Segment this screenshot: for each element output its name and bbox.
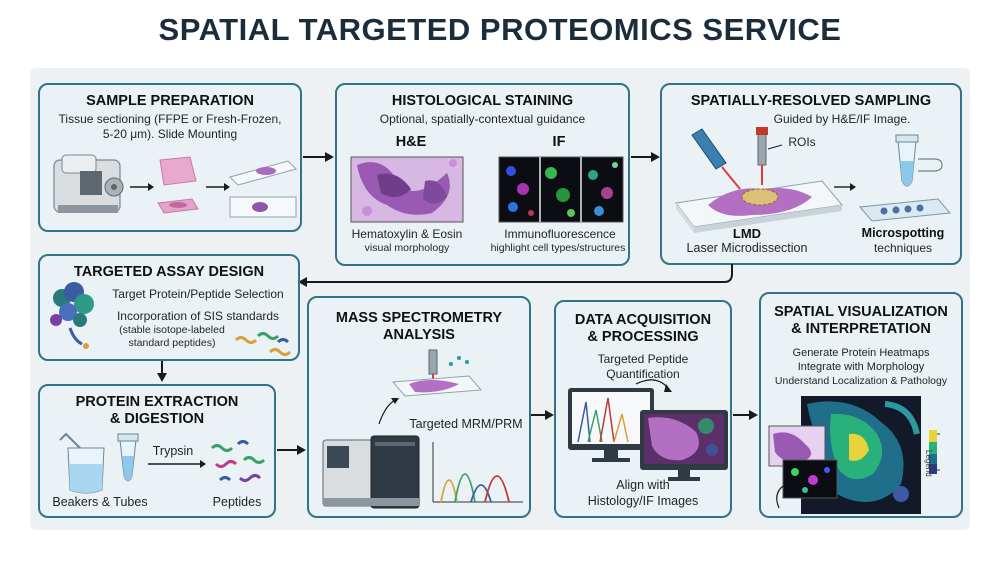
- sample-preparation-panel: SAMPLE PREPARATION Tissue sectioning (FF…: [38, 83, 302, 232]
- ms-source-icon: [391, 349, 483, 397]
- data-title-2: & PROCESSING: [587, 329, 699, 345]
- microtome-icon: [53, 154, 124, 213]
- tube-icon: [117, 433, 139, 482]
- extraction-title-1: PROTEIN EXTRACTION: [75, 394, 239, 410]
- ms-title-2: ANALYSIS: [383, 327, 455, 343]
- color-scale-bar: [929, 430, 940, 474]
- sample-preparation-desc-2: 5-20 μm). Slide Mounting: [102, 127, 238, 141]
- targeted-assay-panel: TARGETED ASSAY DESIGN Target Protein/Pep…: [38, 254, 300, 361]
- he-stain-image: [350, 156, 464, 223]
- if-label: IF: [552, 134, 566, 150]
- laser-head-icon: [691, 127, 783, 190]
- arrow-data-to-viz: [733, 410, 758, 420]
- assay-line-4: standard peptides): [128, 337, 216, 349]
- slide-icon: [229, 160, 297, 218]
- data-title-1: DATA ACQUISITION: [574, 312, 712, 328]
- protein-extraction-panel: PROTEIN EXTRACTION & DIGESTION Trypsin B…: [38, 384, 276, 518]
- beakers-tubes-label: Beakers & Tubes: [52, 495, 148, 509]
- staining-images: [350, 156, 624, 223]
- he-caption-2: visual morphology: [364, 242, 450, 254]
- sample-preparation-title: SAMPLE PREPARATION: [86, 93, 254, 109]
- arrow-sampling-to-assay: [298, 264, 733, 287]
- microtome-illustration: [53, 154, 297, 218]
- data-acquisition-panel: DATA ACQUISITION & PROCESSING Targeted P…: [554, 300, 732, 518]
- tube-icon: [895, 134, 943, 187]
- spatial-visualization-panel: SPATIAL VISUALIZATION & INTERPRETATION G…: [759, 292, 963, 518]
- peptide-fragments-icon: [210, 440, 266, 482]
- protein-structure-icon: [50, 282, 94, 349]
- arrow-assay-to-extraction: [157, 361, 167, 382]
- lmd-title: LMD: [732, 226, 762, 241]
- viz-title-1: SPATIAL VISUALIZATION: [774, 304, 948, 320]
- microspot-plate-icon: [858, 198, 952, 222]
- data-line-2: Quantification: [606, 367, 680, 381]
- extraction-title-2: & DIGESTION: [109, 411, 205, 427]
- assay-line-2: Incorporation of SIS standards: [116, 309, 280, 323]
- align-line-2: Histology/IF Images: [587, 494, 699, 508]
- data-line-1: Targeted Peptide: [597, 352, 689, 366]
- ms-method-label: Targeted MRM/PRM: [409, 417, 523, 431]
- histological-staining-panel: HISTOLOGICAL STAINING Optional, spatiall…: [335, 83, 630, 266]
- arrow-extraction-to-ms: [277, 445, 306, 455]
- monitor-icon: [568, 388, 654, 462]
- viz-line-3: Understand Localization & Pathology: [774, 375, 948, 387]
- align-line-1: Align with: [616, 478, 670, 492]
- monitors-illustration: [568, 379, 728, 481]
- if-stain-image: [498, 156, 624, 223]
- beaker-icon: [59, 432, 105, 494]
- lmd-slide: [675, 180, 843, 233]
- viz-line-2: Integrate with Morphology: [797, 361, 925, 373]
- if-caption-2: highlight cell types/structures: [490, 242, 626, 254]
- sample-preparation-desc-1: Tissue sectioning (FFPE or Fresh-Frozen,: [58, 112, 282, 126]
- arrow-prep-to-staining: [303, 152, 334, 162]
- monitor-icon: [640, 410, 728, 481]
- arrow-ms-to-data: [531, 410, 554, 420]
- he-caption-1: Hematoxylin & Eosin: [351, 227, 463, 241]
- lmd-desc: Laser Microdissection: [686, 241, 808, 255]
- microspotting-title: Microspotting: [861, 226, 945, 240]
- arrow-staining-to-sampling: [631, 152, 660, 162]
- rois-label: ROIs: [788, 135, 816, 149]
- ms-title-1: MASS SPECTROMETRY: [335, 310, 503, 326]
- mass-spec-panel: MASS SPECTROMETRY ANALYSIS: [307, 296, 531, 518]
- he-label: H&E: [395, 134, 427, 150]
- if-caption-1: Immunofluorescence: [504, 227, 616, 241]
- if-thumbnail-image: [782, 459, 838, 499]
- microspotting-desc: techniques: [873, 241, 933, 255]
- staining-title: HISTOLOGICAL STAINING: [391, 93, 574, 109]
- peptide-icons: [234, 332, 292, 356]
- assay-title: TARGETED ASSAY DESIGN: [73, 264, 265, 280]
- heatmap-illustration: [768, 396, 940, 514]
- staining-subtitle: Optional, spatially-contextual guidance: [379, 112, 586, 126]
- sampling-subtitle: Guided by H&E/IF Image.: [773, 112, 911, 126]
- spatial-sampling-panel: SPATIALLY-RESOLVED SAMPLING Guided by H&…: [660, 83, 962, 265]
- he-thumbnail-image: [768, 425, 826, 467]
- peptides-label: Peptides: [212, 495, 262, 509]
- ms-illustration: [322, 349, 523, 509]
- trypsin-label: Trypsin: [152, 444, 194, 458]
- extraction-illustration: [59, 432, 266, 494]
- legend-label: Legend: [924, 450, 933, 477]
- assay-line-3: (stable isotope-labeled: [119, 324, 225, 336]
- viz-line-1: Generate Protein Heatmaps: [792, 347, 930, 359]
- mass-spectrometer-icon: [322, 435, 420, 509]
- assay-line-1: Target Protein/Peptide Selection: [112, 287, 284, 301]
- page-title: SPATIAL TARGETED PROTEOMICS SERVICE: [158, 12, 842, 47]
- lmd-illustration: [675, 127, 952, 233]
- viz-title-2: & INTERPRETATION: [791, 321, 931, 337]
- tissue-block-icon: [157, 156, 199, 214]
- protein-illustration: [50, 282, 292, 356]
- chromatogram-chart: [432, 442, 523, 503]
- sampling-title: SPATIALLY-RESOLVED SAMPLING: [690, 93, 932, 109]
